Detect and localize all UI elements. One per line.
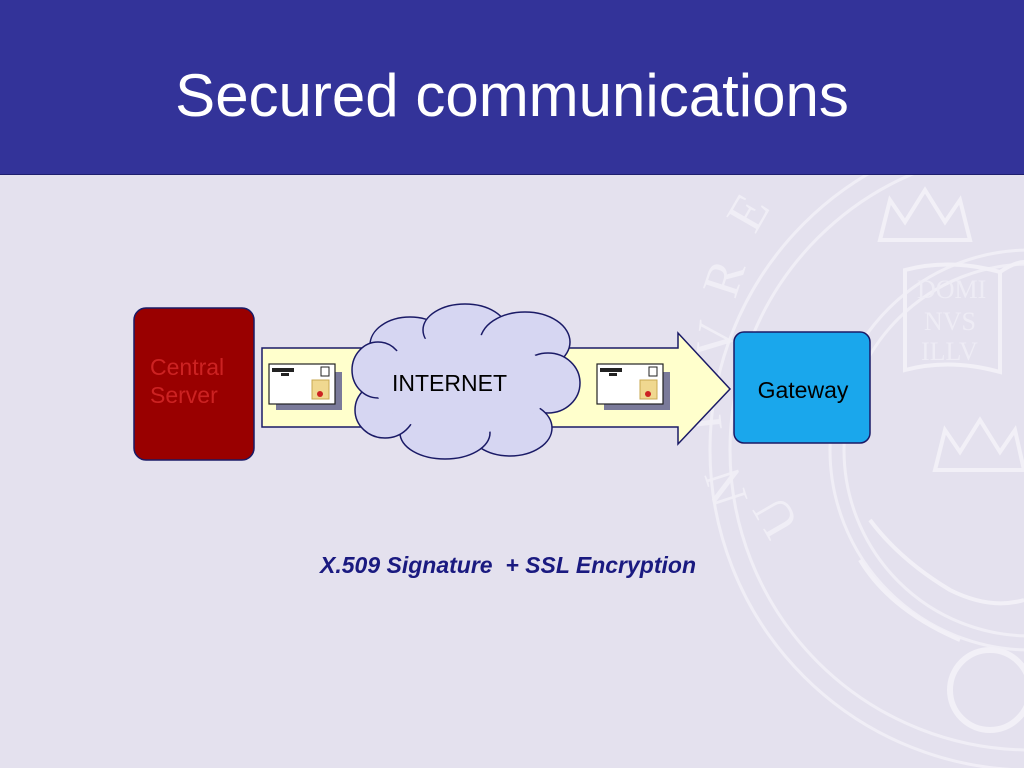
certificate-envelope-icon [596, 363, 670, 410]
gateway-label: Gateway [757, 377, 849, 403]
central-server-box [133, 307, 255, 461]
svg-text:NVS: NVS [924, 307, 976, 336]
internet-cloud-icon [351, 303, 581, 460]
central-server-label: Central Server [150, 354, 225, 408]
internet-label: INTERNET [392, 370, 507, 396]
slide-title: Secured communications [175, 62, 849, 129]
title-bar: Secured communications [0, 0, 1024, 175]
security-caption: X.509 Signature + SSL Encryption [320, 552, 696, 578]
svg-text:ILLV: ILLV [921, 337, 978, 366]
gateway-box [733, 331, 871, 444]
svg-text:DOMI: DOMI [917, 275, 986, 304]
certificate-envelope-icon [268, 363, 342, 410]
seal-motto: DOMI NVS ILLV [917, 275, 986, 366]
